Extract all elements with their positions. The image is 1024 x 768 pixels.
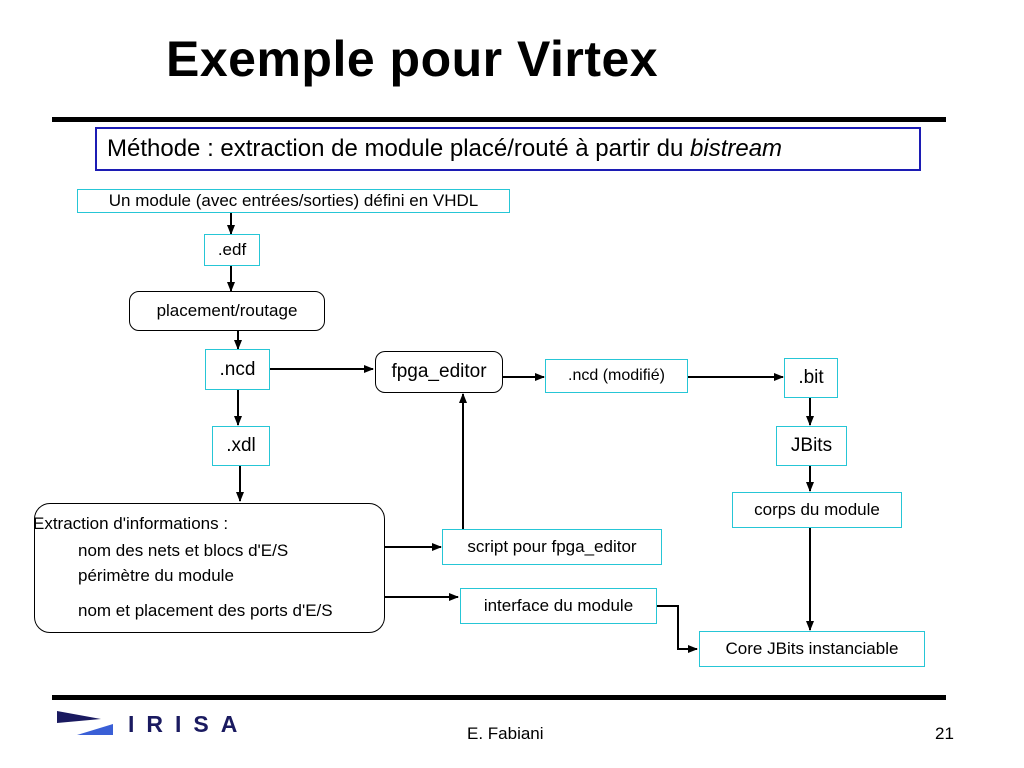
node-edf: .edf [204, 234, 260, 266]
extraction-item: périmètre du module [78, 566, 234, 585]
node-corps-module: corps du module [732, 492, 902, 528]
node-interface-module: interface du module [460, 588, 657, 624]
method-italic-text: bistream [690, 135, 783, 162]
slide-title: Exemple pour Virtex [166, 31, 659, 87]
page-number: 21 [935, 724, 954, 743]
node-fpga-editor: fpga_editor [375, 351, 503, 393]
node-ncd-modifie: .ncd (modifié) [545, 359, 688, 393]
irisa-logo-icon [57, 711, 113, 735]
node-extraction-informations: Extraction d'informations : nom des nets… [33, 503, 385, 633]
node-core-jbits: Core JBits instanciable [699, 631, 925, 667]
node-vhdl-module: Un module (avec entrées/sorties) défini … [77, 189, 510, 213]
footer-author: E. Fabiani [467, 724, 544, 743]
irisa-logo-text: IRISA [128, 711, 250, 737]
method-banner: Méthode : extraction de module placé/rou… [95, 127, 921, 171]
node-bit: .bit [784, 358, 838, 398]
node-script-fpga-editor: script pour fpga_editor [442, 529, 662, 565]
node-jbits: JBits [776, 426, 847, 466]
bottom-divider [52, 695, 946, 700]
extraction-heading: Extraction d'informations : [33, 514, 229, 533]
method-text: Méthode : extraction de module placé/rou… [107, 135, 691, 162]
node-ncd: .ncd [205, 349, 270, 390]
node-placement-routage: placement/routage [129, 291, 325, 331]
node-xdl: .xdl [212, 426, 270, 466]
top-divider [52, 117, 946, 122]
extraction-item: nom et placement des ports d'E/S [78, 601, 333, 620]
arrow-interface-core [657, 605, 698, 653]
extraction-item: nom des nets et blocs d'E/S [78, 541, 289, 560]
